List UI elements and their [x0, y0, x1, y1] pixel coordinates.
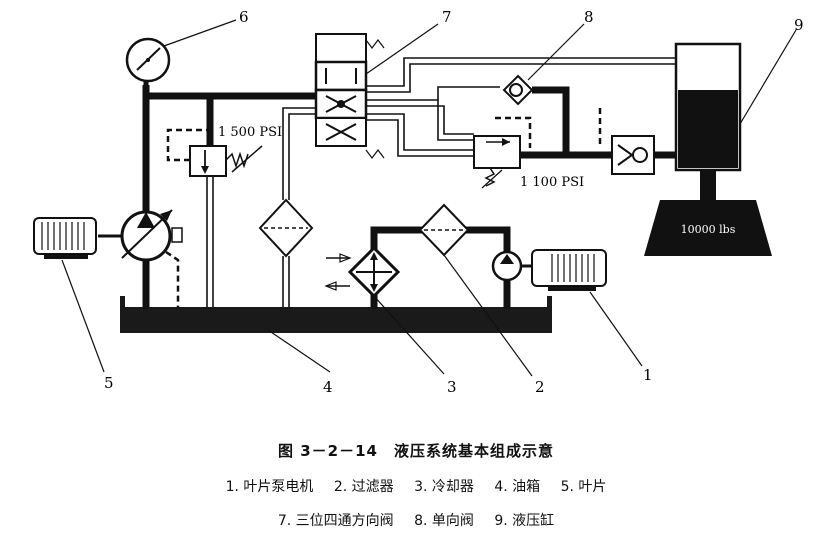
filter	[418, 203, 470, 257]
legend-item: 9. 液压缸	[494, 513, 555, 529]
pressure-gauge	[125, 37, 171, 88]
reducing-valve	[473, 135, 521, 189]
oil-tank	[120, 296, 552, 333]
callout-6: 6	[239, 8, 249, 26]
legend-row-2: 7. 三位四通方向阀 8. 单向阀 9. 液压缸	[0, 510, 832, 530]
legend-item: 1. 叶片泵电机	[225, 479, 314, 495]
relief-valve	[189, 145, 263, 177]
legend-row-1: 1. 叶片泵电机 2. 过滤器 3. 冷却器 4. 油箱 5. 叶片	[0, 476, 832, 496]
vane-pump	[98, 209, 183, 262]
second-pump	[491, 250, 532, 282]
load-label: 10000 lbs	[681, 223, 736, 236]
leader-lines	[61, 19, 797, 377]
pilot-check-valve	[611, 135, 655, 175]
pressure-lines	[142, 85, 676, 309]
callout-4: 4	[323, 378, 333, 396]
callout-2: 2	[535, 378, 545, 396]
callout-3: 3	[447, 378, 457, 396]
reducing-valve-setting: 1 100 PSI	[520, 175, 584, 190]
relief-valve-setting: 1 500 PSI	[218, 125, 282, 140]
callout-8: 8	[584, 8, 594, 26]
legend-item: 4. 油箱	[494, 479, 541, 495]
legend-item: 7. 三位四通方向阀	[277, 513, 394, 529]
hydraulic-cylinder	[674, 42, 742, 200]
return-lines	[206, 57, 676, 308]
legend-item: 3. 冷却器	[414, 479, 474, 495]
pump-motor-1	[531, 249, 607, 291]
figure-caption: 图 3－2－14 液压系统基本组成示意	[278, 442, 554, 460]
callout-7: 7	[442, 8, 452, 26]
hydraulic-system-diagram: 1 500 PSI	[33, 8, 804, 396]
load-block	[644, 200, 772, 256]
callout-9: 9	[794, 16, 804, 34]
callout-1: 1	[643, 366, 653, 384]
pump-motor	[33, 217, 97, 259]
legend-item: 2. 过滤器	[333, 479, 394, 495]
pilot-lines	[165, 108, 602, 308]
directional-valve	[314, 33, 385, 159]
return-filter	[258, 198, 314, 258]
callout-5: 5	[104, 374, 114, 392]
check-valve	[502, 74, 534, 106]
legend-item: 5. 叶片	[560, 479, 607, 495]
cooler	[324, 245, 401, 299]
legend-item: 8. 单向阀	[414, 513, 474, 529]
